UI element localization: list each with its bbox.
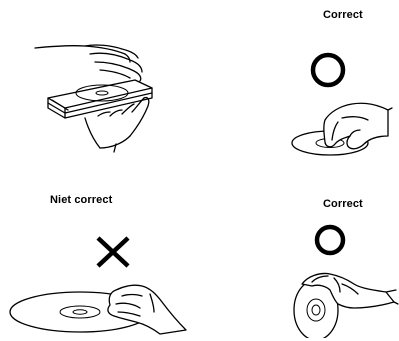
circle-mark-icon xyxy=(313,55,343,85)
correct-label-bottom: Correct xyxy=(323,199,363,210)
hand-with-disc-case-icon xyxy=(30,40,170,155)
hand-holding-disc-edge-icon xyxy=(294,273,398,338)
niet-correct-label: Niet correct xyxy=(50,195,112,206)
illustration-remove-disc-from-case xyxy=(30,40,170,155)
hand-holding-disc-icon xyxy=(292,103,392,155)
illustration-not-correct-surface-hold xyxy=(0,220,200,338)
hand-gripping-disc-icon xyxy=(10,285,186,334)
cross-mark-icon xyxy=(98,238,128,266)
illustration-correct-edge-hold xyxy=(268,220,399,338)
correct-label-top: Correct xyxy=(323,10,363,21)
circle-mark-icon xyxy=(317,227,343,253)
illustration-correct-center-hold xyxy=(280,40,395,165)
